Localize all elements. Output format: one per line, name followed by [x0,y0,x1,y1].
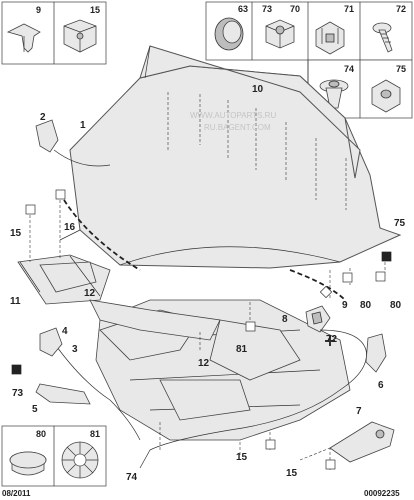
callout-7: 7 [356,406,362,417]
callout-5: 5 [32,404,38,415]
hood-panel [59,45,402,269]
watermark-line-1: WWW.AUTOPARTS.RU [190,111,276,120]
right-hinge [365,333,387,373]
callout-6: 6 [378,380,384,391]
callout-1: 1 [80,120,86,131]
box-label-70: 70 [290,4,300,14]
star-washer-icon [61,441,99,479]
callout-75: 75 [394,218,406,229]
box-label-81: 81 [90,429,100,439]
callout-12b: 12 [198,358,210,369]
callout-72: 72 [326,334,338,345]
clip-markers [11,189,392,470]
callout-80a: 80 [360,300,372,311]
hood-release-cable [51,329,367,469]
callout-4: 4 [62,326,68,337]
parts-box-top-right: 63 73 70 71 72 74 75 [205,1,413,119]
push-clip-icon [319,79,349,109]
callout-81: 81 [236,344,248,355]
box-label-75: 75 [396,64,406,74]
box-label-9: 9 [36,5,41,15]
box-label-73: 73 [262,4,272,14]
callout-16: 16 [64,222,76,233]
footer-reference: 00092235 [364,489,400,498]
round-plug-icon [214,17,244,51]
leader-lines [29,92,386,470]
prop-rod-bracket [35,119,59,153]
watermark-line-2: RU.BAGENT.COM [204,123,271,132]
hex-nut-icon [371,79,401,113]
callout-8: 8 [282,314,288,325]
box-label-80: 80 [36,429,46,439]
bracket-clip-icon [315,21,345,55]
lock-bracket [39,327,63,357]
parts-box-bottom-left: 80 81 [1,425,107,487]
clip-icon [6,23,41,53]
square-clip-icon [63,19,97,53]
callout-10: 10 [252,84,264,95]
rubber-buffer-icon [9,451,47,476]
callout-80b: 80 [390,300,402,311]
callout-2: 2 [40,112,46,123]
insulation-frame [17,254,221,341]
nut-clip-icon [265,19,295,49]
callout-numbers: 1 2 3 4 5 6 7 8 9 10 11 12 12 15 15 15 1… [10,84,406,483]
callout-15a: 15 [10,228,22,239]
box-label-71: 71 [344,4,354,14]
box-label-74: 74 [344,64,354,74]
callout-3: 3 [72,344,78,355]
release-lever [35,383,91,405]
callout-15c: 15 [286,468,298,479]
parts-box-top-left: 9 15 [1,1,107,65]
box-label-63: 63 [238,4,248,14]
latch-assembly [305,305,331,333]
callout-15b: 15 [236,452,248,463]
callout-11: 11 [10,296,21,307]
callout-12a: 12 [84,288,96,299]
screw-icon [372,22,393,53]
footer-date: 08/2011 [2,489,31,498]
hood-hinge [329,421,395,463]
box-label-72: 72 [396,4,406,14]
callout-74: 74 [126,472,138,483]
box-label-15: 15 [90,5,100,15]
callout-9: 9 [342,300,348,311]
callout-73: 73 [12,388,24,399]
